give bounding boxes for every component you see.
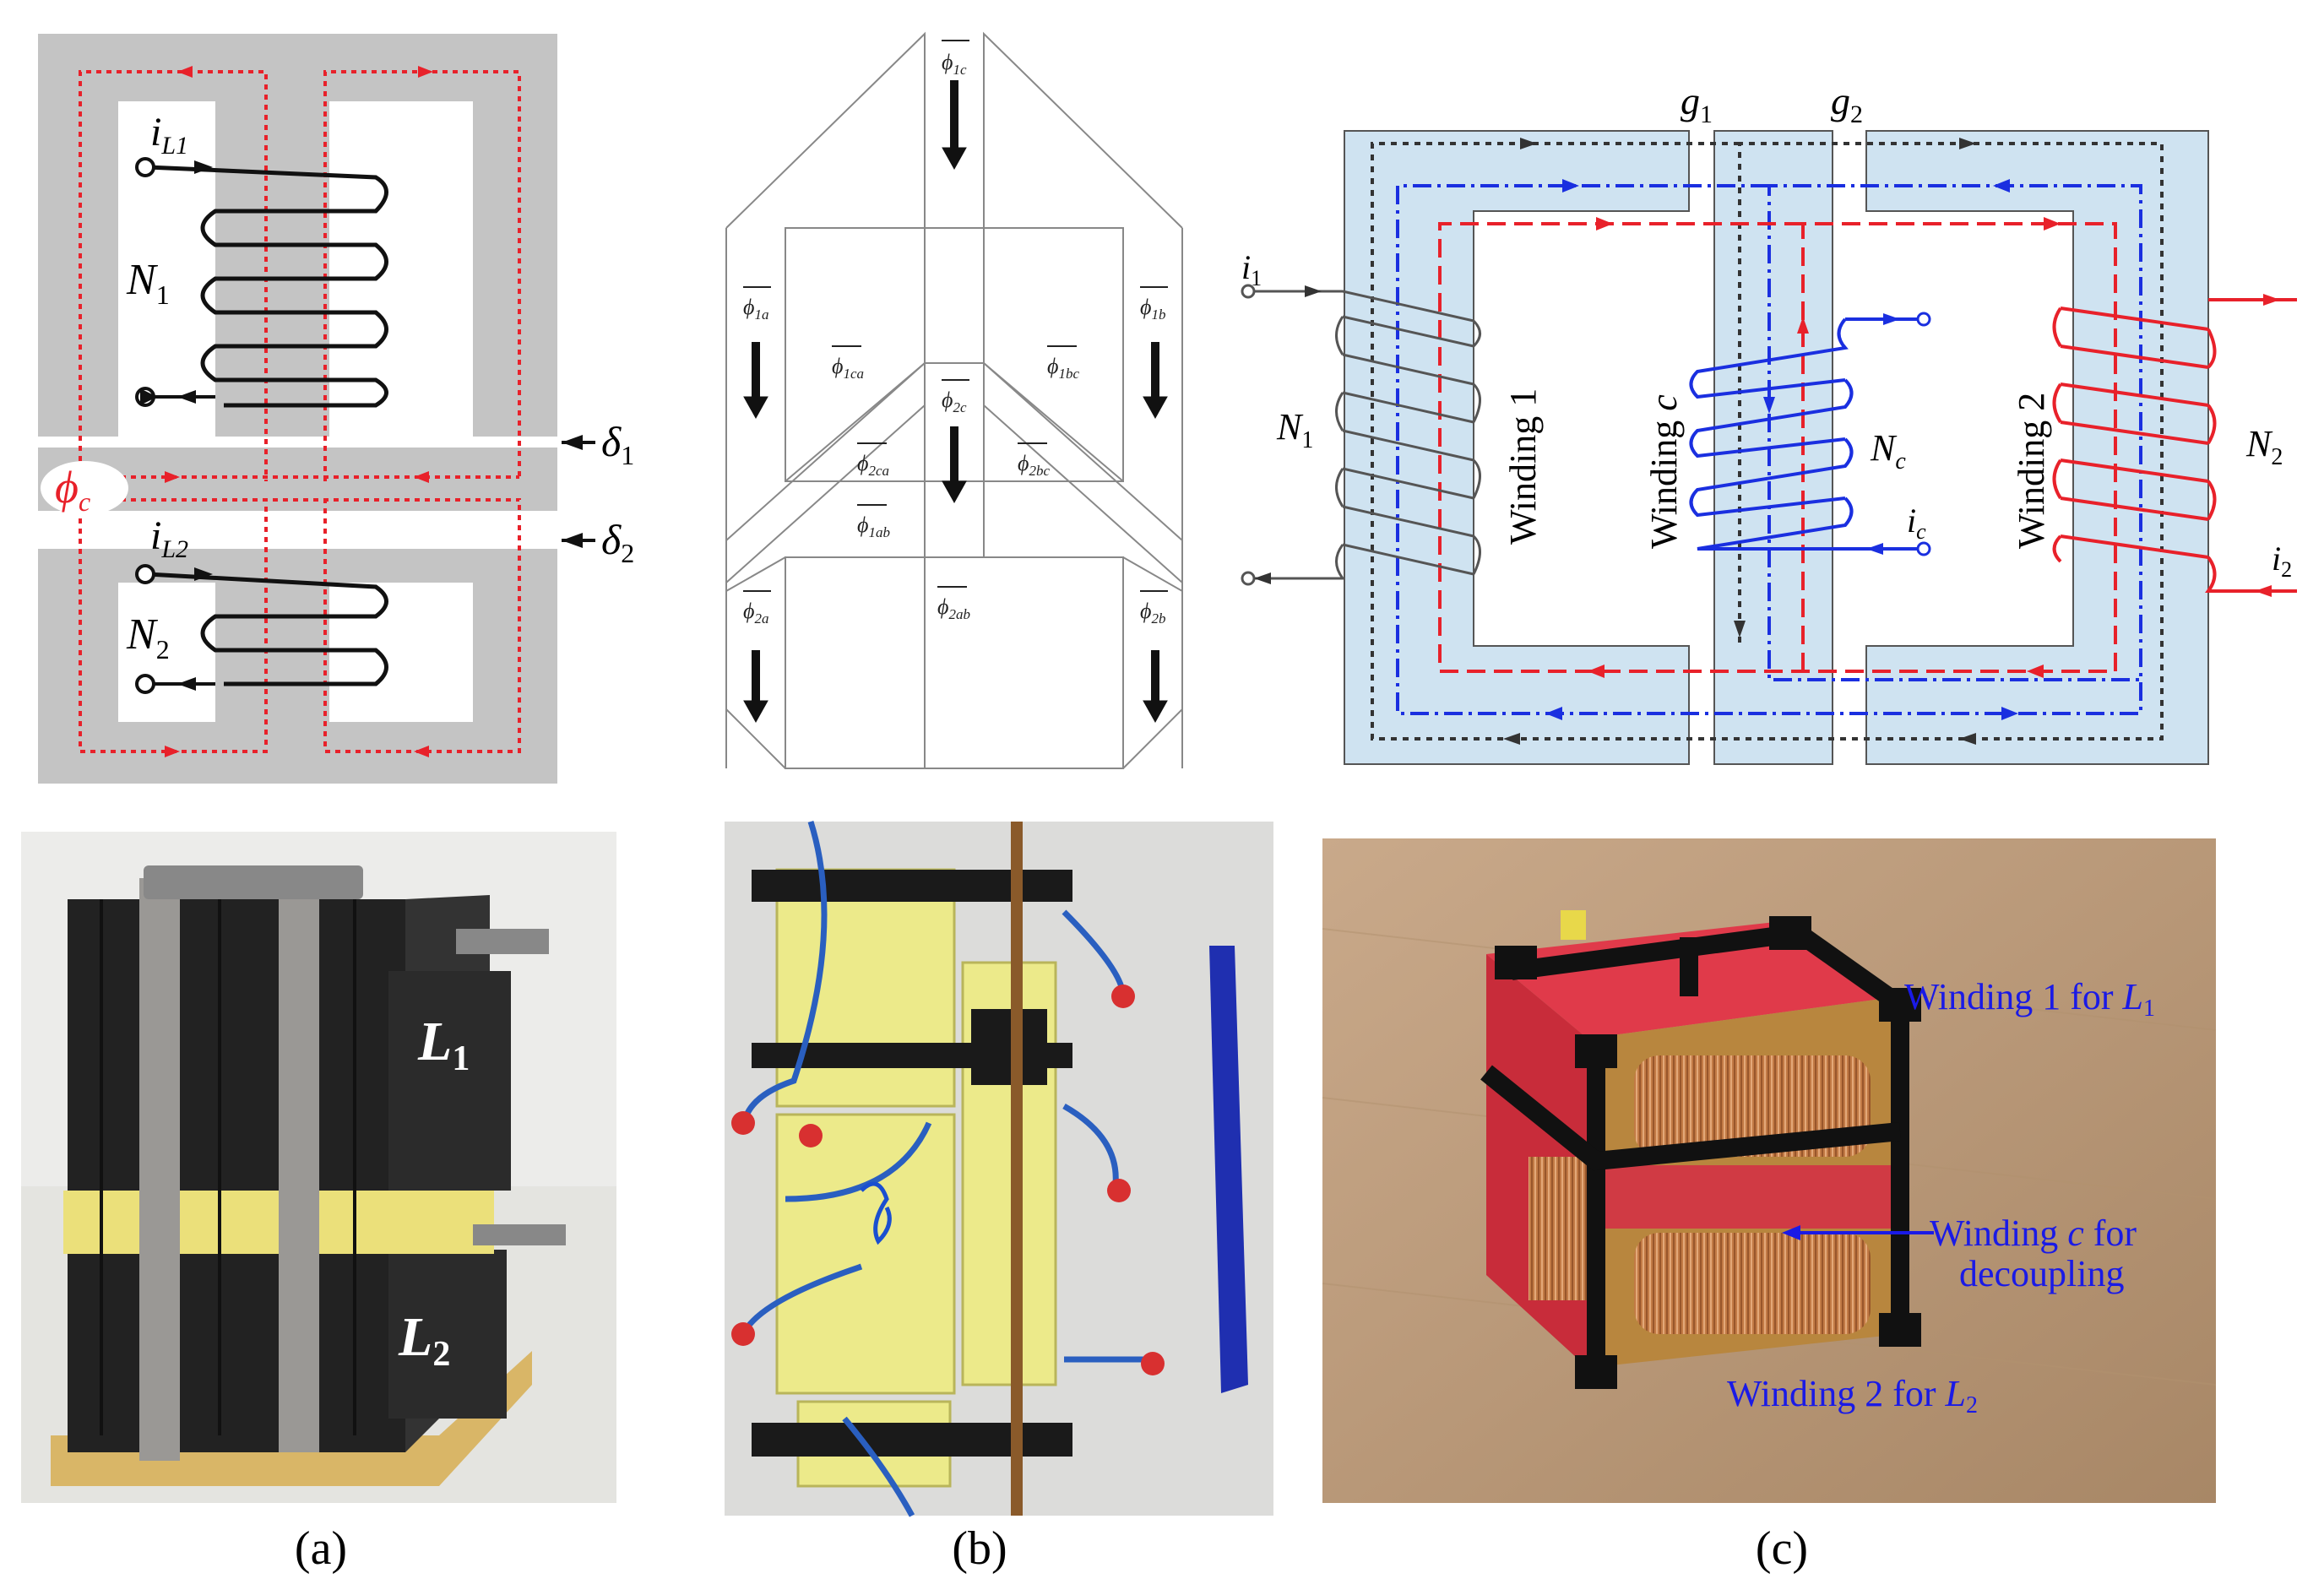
label-winding1-L1: Winding 1 for L1 xyxy=(1904,976,2155,1022)
label-phi-1b: ϕ1b xyxy=(1140,286,1168,323)
label-winding2: Winding 2 xyxy=(2011,393,2052,549)
svg-text:ϕ1bc: ϕ1bc xyxy=(1047,354,1079,382)
label-L2-photo: L2 xyxy=(398,1306,450,1374)
label-delta2: δ2 xyxy=(601,516,634,568)
label-phi-1ab: ϕ1ab xyxy=(857,504,890,540)
label-i-L1: iL1 xyxy=(150,110,188,160)
label-phi-2a: ϕ2a xyxy=(743,590,771,627)
caption-a: (a) xyxy=(295,1522,347,1575)
label-N2-c: N2 xyxy=(2245,423,2283,470)
label-phi-1c: ϕ1c xyxy=(942,40,969,78)
svg-text:ϕ2ab: ϕ2ab xyxy=(937,594,970,622)
caption-c: (c) xyxy=(1756,1522,1808,1575)
svg-text:ϕ1ca: ϕ1ca xyxy=(832,354,864,382)
label-delta1: δ1 xyxy=(601,418,634,470)
svg-text:ϕ1a: ϕ1a xyxy=(743,295,768,323)
svg-text:ϕ1ab: ϕ1ab xyxy=(857,513,890,540)
panel-c-photo: Winding 1 for L1 Winding c for decouplin… xyxy=(1322,838,2217,1503)
label-L1-photo: L1 xyxy=(417,1011,470,1078)
label-Nc: Nc xyxy=(1870,427,1906,475)
label-phi-2ab: ϕ2ab xyxy=(937,586,970,622)
label-phi-2ca: ϕ2ca xyxy=(857,442,889,479)
svg-text:ϕ1c: ϕ1c xyxy=(942,50,967,78)
label-phi-1a: ϕ1a xyxy=(743,286,771,323)
label-ic: ic xyxy=(1907,502,1926,544)
label-i2: i2 xyxy=(2272,540,2292,582)
label-winding-c-line2: decoupling xyxy=(1959,1253,2125,1294)
label-winding-c: Winding c xyxy=(1643,394,1685,549)
panel-b-labels: ϕ1c ϕ1a ϕ1b ϕ1ca ϕ1bc ϕ2c ϕ2ca ϕ2bc ϕ1ab… xyxy=(743,40,1168,627)
label-N1-c: N1 xyxy=(1276,406,1313,453)
panel-b-diagram xyxy=(725,31,1183,769)
label-N1: N1 xyxy=(126,256,170,310)
label-phi-c: ϕc xyxy=(55,462,90,517)
label-g1: g1 xyxy=(1681,79,1713,128)
svg-text:ϕ2c: ϕ2c xyxy=(942,388,967,415)
label-phi-2b: ϕ2b xyxy=(1140,590,1168,627)
label-phi-1ca: ϕ1ca xyxy=(832,345,864,382)
label-N2: N2 xyxy=(126,610,170,665)
panel-b-flux-arrows xyxy=(743,80,1168,724)
panel-a-diagram: iL1 N1 ϕc δ1 δ2 iL2 N2 xyxy=(38,34,634,784)
label-phi-2bc: ϕ2bc xyxy=(1018,442,1050,479)
panel-a-photo: L1 L2 xyxy=(21,832,616,1503)
label-winding-c-line1: Winding c for xyxy=(1930,1213,2137,1254)
label-i-L2: iL2 xyxy=(150,513,188,563)
label-phi-2c: ϕ2c xyxy=(942,379,969,415)
panel-c-diagram: g1 g2 i1 N1 Winding 1 Winding c Nc ic Wi… xyxy=(1241,79,2297,765)
label-phi-1bc: ϕ1bc xyxy=(1047,345,1079,382)
label-i1: i1 xyxy=(1241,248,1262,290)
caption-b: (b) xyxy=(952,1522,1007,1575)
svg-text:ϕ2bc: ϕ2bc xyxy=(1018,451,1050,479)
svg-text:ϕ2ca: ϕ2ca xyxy=(857,451,889,479)
label-winding2-L2: Winding 2 for L2 xyxy=(1727,1373,1978,1419)
svg-text:ϕ1b: ϕ1b xyxy=(1140,295,1165,323)
label-g2: g2 xyxy=(1831,79,1863,128)
label-winding1: Winding 1 xyxy=(1502,388,1544,545)
svg-text:ϕ2b: ϕ2b xyxy=(1140,599,1165,627)
svg-text:ϕ2a: ϕ2a xyxy=(743,599,768,627)
panel-b-photo xyxy=(725,820,1273,1517)
